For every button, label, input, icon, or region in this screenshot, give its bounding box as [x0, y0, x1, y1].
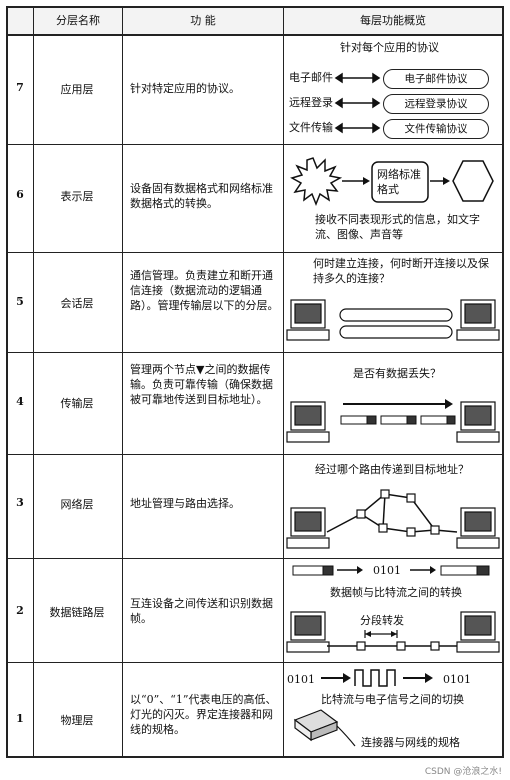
layer-function: 通信管理。负责建立和断开通信连接（数据流动的逻辑通路）。管理传输层以下的分层。 — [130, 269, 279, 312]
layer-name: 数据链路层 — [49, 606, 105, 619]
layer-function: 管理两个节点▼之间的数据传输。负责可靠传输（确保数据被可靠地传送到目标地址）。 — [130, 363, 273, 406]
transport-diagram — [286, 399, 500, 443]
protocol-pill-email: 电子邮件协议 — [383, 69, 489, 89]
layer-name: 网络层 — [60, 498, 94, 511]
computer-icon — [286, 401, 330, 443]
connector-icon — [293, 709, 356, 747]
overview-caption: 比特流与电子信号之间的切换 — [321, 693, 464, 706]
bits-left-label: 0101 — [287, 673, 315, 686]
datalink-diagram — [286, 565, 500, 653]
connection-pipe — [339, 325, 453, 339]
standard-format-label: 网络标准格式 — [377, 168, 421, 196]
computer-icon — [456, 401, 500, 443]
layer-name: 会话层 — [60, 297, 94, 310]
layer-name: 传输层 — [60, 397, 94, 410]
data-packet — [420, 415, 456, 425]
physical-diagram — [293, 669, 433, 747]
layer-function: 针对特定应用的协议。 — [130, 82, 240, 95]
data-packet — [340, 415, 377, 425]
overview-network: 经过哪个路由传递到目标地址？ — [285, 454, 502, 558]
layer-number: 5 — [16, 295, 24, 308]
overview-transport: 是否有数据丢失？ — [285, 352, 502, 454]
overview-caption: 何时建立连接，何时断开连接以及保持多久的连接？ — [313, 257, 489, 285]
layer-row-application: 7 应用层 针对特定应用的协议。 针对每个应用的协议 电子邮件 远程登录 文件传… — [8, 34, 502, 145]
session-diagram — [286, 299, 500, 341]
divider — [33, 8, 34, 756]
layer-row-session: 5 会话层 通信管理。负责建立和断开通信连接（数据流动的逻辑通路）。管理传输层以… — [8, 252, 502, 353]
overview-caption: 是否有数据丢失？ — [353, 367, 441, 380]
layer-number: 3 — [16, 496, 24, 509]
format-diagram — [290, 157, 494, 207]
layer-row-physical: 1 物理层 以“0”、“1”代表电压的高低、灯光的闪灭。界定连接器和网线的规格。… — [8, 662, 502, 756]
connection-pipe — [339, 308, 453, 322]
computer-icon — [286, 507, 330, 549]
layer-function: 设备固有数据格式和网络标准数据格式的转换。 — [130, 182, 273, 210]
arrows-diagram — [334, 72, 381, 134]
hexagon-icon — [452, 160, 494, 202]
layer-function: 互连设备之间传送和识别数据帧。 — [130, 597, 273, 625]
app-label-remote: 远程登录 — [289, 96, 333, 109]
app-label-file: 文件传输 — [289, 121, 333, 134]
overview-caption: 经过哪个路由传递到目标地址？ — [315, 463, 469, 476]
protocol-pill-remote: 远程登录协议 — [383, 94, 489, 114]
layer-row-datalink: 2 数据链路层 互连设备之间传送和识别数据帧。 — [8, 558, 502, 663]
osi-table: 分层名称 功 能 每层功能概览 7 应用层 针对特定应用的协议。 针对每个应用的… — [6, 6, 504, 758]
computer-icon — [456, 507, 500, 549]
computer-icon — [456, 299, 500, 341]
standard-format-box — [371, 161, 429, 203]
layer-number: 2 — [16, 604, 24, 617]
starburst-icon — [290, 157, 343, 207]
layer-name: 表示层 — [60, 190, 94, 203]
overview-title: 针对每个应用的协议 — [340, 41, 439, 54]
overview-session: 何时建立连接，何时断开连接以及保持多久的连接？ — [285, 252, 502, 352]
network-diagram — [286, 489, 500, 549]
switch-node — [356, 641, 440, 651]
table-header: 分层名称 功 能 每层功能概览 — [8, 8, 502, 36]
app-label-email: 电子邮件 — [289, 71, 333, 84]
layer-number: 1 — [16, 712, 24, 725]
overview-caption: 接收不同表现形式的信息，如文字流、图像、声音等 — [315, 213, 480, 241]
computer-icon — [286, 611, 330, 653]
overview-datalink: 0101 数据帧与比特流之间的转换 分段转发 — [285, 558, 502, 662]
layer-name: 应用层 — [60, 83, 94, 96]
overview-caption: 数据帧与比特流之间的转换 — [330, 586, 462, 599]
layer-function: 地址管理与路由选择。 — [130, 497, 240, 510]
segment-label: 分段转发 — [360, 614, 404, 627]
header-function: 功 能 — [190, 14, 216, 27]
watermark-footer: CSDN @沧浪之水! — [424, 767, 502, 777]
layer-row-transport: 4 传输层 管理两个节点▼之间的数据传输。负责可靠传输（确保数据被可靠地传送到目… — [8, 352, 502, 455]
signal-wave — [354, 669, 396, 687]
data-frame — [292, 565, 334, 576]
bits-label: 0101 — [373, 564, 401, 577]
data-packet — [380, 415, 417, 425]
layer-row-presentation: 6 表示层 设备固有数据格式和网络标准数据格式的转换。 网络标准格式 接收不同表… — [8, 144, 502, 253]
overview-presentation: 网络标准格式 接收不同表现形式的信息，如文字流、图像、声音等 — [285, 144, 502, 252]
layer-number: 7 — [16, 81, 24, 94]
data-frame — [440, 565, 490, 576]
layer-name: 物理层 — [60, 714, 94, 727]
divider — [283, 8, 284, 756]
overview-physical: 0101 0101 比特流与电子信号之间的切换 连接器与网线的规格 — [285, 662, 502, 756]
router-node — [356, 489, 440, 537]
layer-function: 以“0”、“1”代表电压的高低、灯光的闪灭。界定连接器和网线的规格。 — [130, 693, 277, 736]
layer-number: 4 — [16, 395, 24, 408]
bits-right-label: 0101 — [443, 673, 471, 686]
layer-row-network: 3 网络层 地址管理与路由选择。 经过哪个路由传递到目标地址？ — [8, 454, 502, 559]
protocol-pill-file: 文件传输协议 — [383, 119, 489, 139]
computer-icon — [456, 611, 500, 653]
layer-number: 6 — [16, 188, 24, 201]
overview-application: 针对每个应用的协议 电子邮件 远程登录 文件传输 电子邮件协议 远程登录协议 文… — [285, 34, 502, 144]
connector-caption: 连接器与网线的规格 — [361, 736, 460, 749]
header-name: 分层名称 — [56, 14, 100, 27]
divider — [122, 8, 123, 756]
computer-icon — [286, 299, 330, 341]
header-overview: 每层功能概览 — [360, 14, 426, 27]
